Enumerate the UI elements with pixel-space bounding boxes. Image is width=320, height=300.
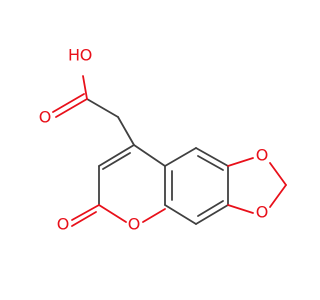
bond-o1-c8a xyxy=(142,208,166,223)
bond-c5-c6-double xyxy=(197,155,224,171)
atom-label-hydroxyl-h: H xyxy=(68,46,80,65)
bond-c2-o1 xyxy=(98,204,127,223)
bond-acid-carbonyl xyxy=(55,98,88,118)
atom-label-hydroxyl-o: O xyxy=(80,46,93,65)
bond-o-bottom-ch2 xyxy=(269,184,287,208)
bond-chain-ch2 xyxy=(117,116,135,146)
bond-c2-exo-o-double xyxy=(71,211,97,227)
bond-c4-c3-double xyxy=(102,152,131,170)
bond-c4-c4a xyxy=(133,144,166,167)
bond-acid-hydroxyl xyxy=(82,75,88,100)
bond-c5-c6 xyxy=(195,147,229,167)
atom-label-acid-carbonyl-o: O xyxy=(39,108,52,127)
bond-o-top-ch2 xyxy=(269,162,287,186)
bond-c7-o-bottom xyxy=(227,204,254,214)
bond-chain-cooh xyxy=(86,98,119,118)
bond-acid-carbonyl-double xyxy=(52,93,85,113)
bond-c7-c8-double xyxy=(197,200,224,217)
molecule-structure-diagram: H O O O O O O xyxy=(39,46,287,234)
bond-c8-c8a xyxy=(164,204,197,225)
bond-c4-c3 xyxy=(98,144,135,167)
bond-c4a-c5 xyxy=(164,147,197,167)
bond-c7-c8 xyxy=(195,204,229,225)
atom-label-lactone-carbonyl-o: O xyxy=(57,215,70,234)
bond-c6-o-top xyxy=(227,157,254,167)
atom-label-dioxole-o-bottom: O xyxy=(256,203,269,222)
atom-label-ring-o-pyranone: O xyxy=(128,215,141,234)
bond-c2-exo-o xyxy=(71,204,100,221)
atom-label-dioxole-o-top: O xyxy=(256,146,269,165)
